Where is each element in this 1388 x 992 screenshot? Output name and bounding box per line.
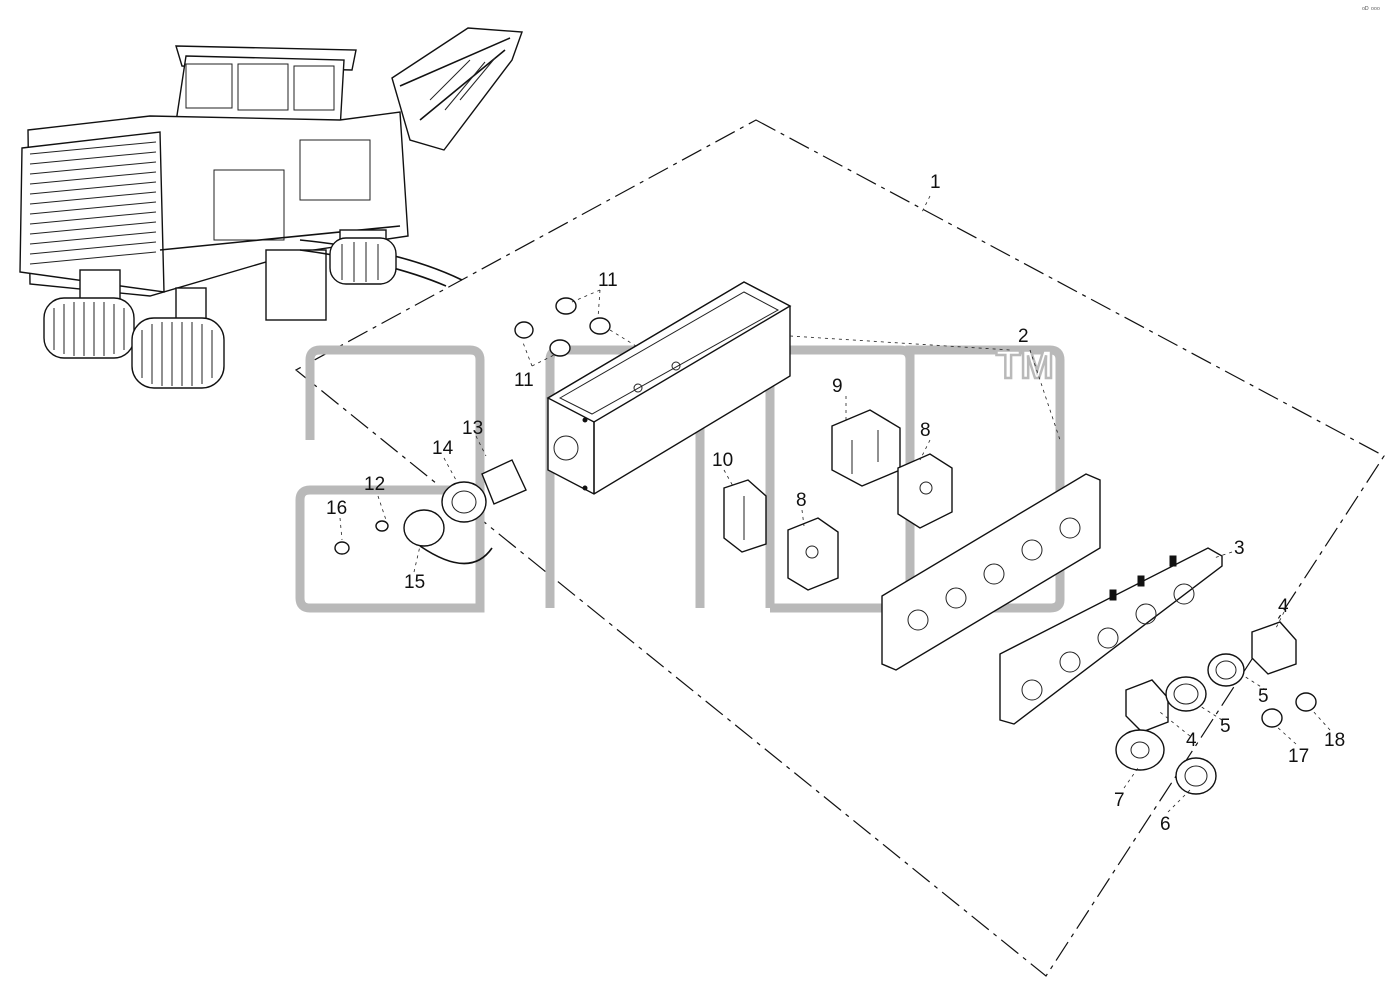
ring-part-7 <box>1115 729 1165 771</box>
switch-module-8-upper <box>897 453 953 529</box>
callout-labels: 1 2 3 4 4 5 5 6 7 8 8 9 10 11 11 12 13 1… <box>326 172 1345 835</box>
callout-9: 9 <box>832 376 843 397</box>
switch-module-9 <box>831 409 901 487</box>
callout-17: 17 <box>1288 746 1309 767</box>
lamp-part-18 <box>1295 692 1317 712</box>
button-part-6 <box>1175 757 1217 795</box>
callout-7: 7 <box>1114 790 1125 811</box>
callout-5-lower: 5 <box>1220 716 1231 737</box>
plug-connector-group <box>334 459 527 565</box>
leader-lines <box>339 195 1331 813</box>
callout-6: 6 <box>1160 814 1171 835</box>
callout-16: 16 <box>326 498 347 519</box>
lamp-part-17 <box>1261 708 1283 728</box>
callout-2: 2 <box>1018 326 1029 347</box>
assembly-boundary <box>294 119 1385 977</box>
callout-10: 10 <box>712 450 733 471</box>
trademark-mark: TM <box>996 343 1054 387</box>
callout-11-lower: 11 <box>514 370 534 391</box>
callout-5-upper: 5 <box>1258 686 1269 707</box>
rotary-switch-4-lower <box>1125 679 1169 733</box>
front-plate <box>881 473 1101 671</box>
switch-module-8-lower <box>787 517 839 591</box>
callout-4-upper: 4 <box>1278 596 1289 617</box>
pushbutton-5-upper <box>1207 653 1245 687</box>
callout-8-upper: 8 <box>920 420 931 441</box>
callout-11-upper: 11 <box>598 270 618 291</box>
pushbutton-5-lower <box>1165 676 1207 712</box>
callout-15: 15 <box>404 572 425 593</box>
callout-13: 13 <box>462 418 483 439</box>
callout-3: 3 <box>1234 538 1245 559</box>
rotary-switch-4-upper <box>1251 621 1297 675</box>
callout-12: 12 <box>364 474 385 495</box>
housing-part-2 <box>546 281 792 495</box>
callout-1: 1 <box>930 172 941 193</box>
switch-module-10 <box>723 479 767 553</box>
connectors-part-11 <box>514 297 637 357</box>
panel-part-3 <box>999 547 1223 725</box>
callout-14: 14 <box>432 438 454 459</box>
callout-18: 18 <box>1324 730 1345 751</box>
corner-mark: ᵒᴰ ᵒᵒᵒ <box>1362 5 1380 14</box>
callout-8-lower: 8 <box>796 490 807 511</box>
machine-illustration <box>19 27 523 389</box>
callout-4-lower: 4 <box>1186 730 1197 751</box>
